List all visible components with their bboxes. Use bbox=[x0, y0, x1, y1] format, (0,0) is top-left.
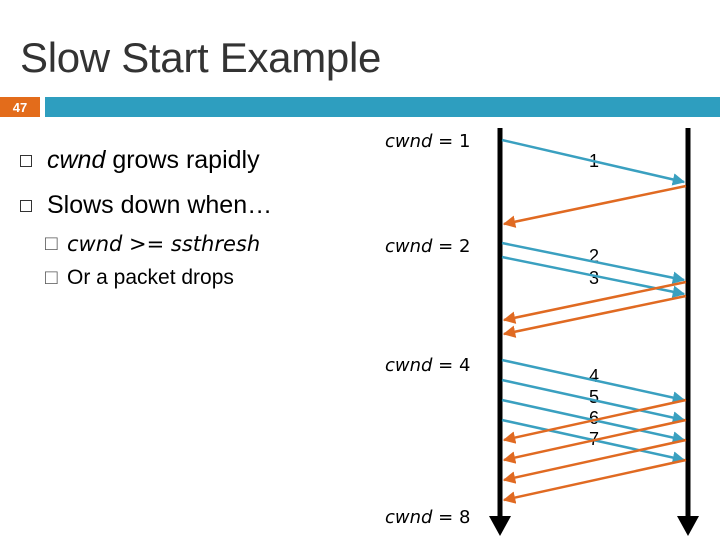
sub-bullet-text: Or a packet drops bbox=[67, 266, 234, 289]
square-bullet-icon bbox=[20, 155, 32, 167]
packet-label: 2 bbox=[588, 246, 599, 266]
ack-arrows bbox=[502, 184, 687, 504]
packet-label: 6 bbox=[588, 408, 599, 428]
cwnd-label: cwnd = 1 bbox=[385, 131, 471, 152]
sub-bullet-term: ssthresh bbox=[170, 232, 261, 256]
cwnd-label: cwnd = 4 bbox=[385, 355, 471, 376]
sub-bullet-term: cwnd bbox=[67, 232, 123, 256]
packet-label: 4 bbox=[588, 366, 599, 386]
ack-arrow bbox=[502, 184, 687, 228]
cwnd-label: cwnd = 8 bbox=[385, 507, 471, 528]
bullet-text: Slows down when… bbox=[47, 191, 273, 219]
ack-arrow bbox=[502, 280, 687, 324]
receiver-timeline bbox=[677, 128, 699, 536]
bullet-term: cwnd bbox=[47, 146, 106, 174]
sender-timeline bbox=[489, 128, 511, 536]
data-arrow bbox=[501, 138, 686, 186]
data-arrow bbox=[501, 241, 686, 284]
bullet-text: grows rapidly bbox=[105, 146, 260, 174]
packet-label: 3 bbox=[588, 268, 599, 288]
sub-bullet-operator: >= bbox=[122, 232, 171, 256]
ack-arrow bbox=[502, 418, 687, 464]
data-packet-arrows bbox=[501, 138, 686, 464]
data-arrow bbox=[501, 358, 686, 404]
ack-arrow bbox=[502, 398, 687, 444]
data-arrow bbox=[501, 378, 686, 424]
ack-arrow bbox=[502, 294, 687, 338]
ack-arrow bbox=[502, 458, 687, 504]
sub-bullet-marker: □ bbox=[45, 266, 58, 289]
packet-label: 5 bbox=[588, 387, 599, 407]
page-number-badge: 47 bbox=[0, 97, 40, 117]
square-bullet-icon bbox=[20, 200, 32, 212]
ack-arrow bbox=[502, 438, 687, 484]
slide-title: Slow Start Example bbox=[20, 34, 382, 81]
cwnd-label: cwnd = 2 bbox=[385, 236, 471, 257]
sub-bullet-marker: □ bbox=[45, 232, 58, 255]
title-rule-bar bbox=[45, 97, 720, 117]
